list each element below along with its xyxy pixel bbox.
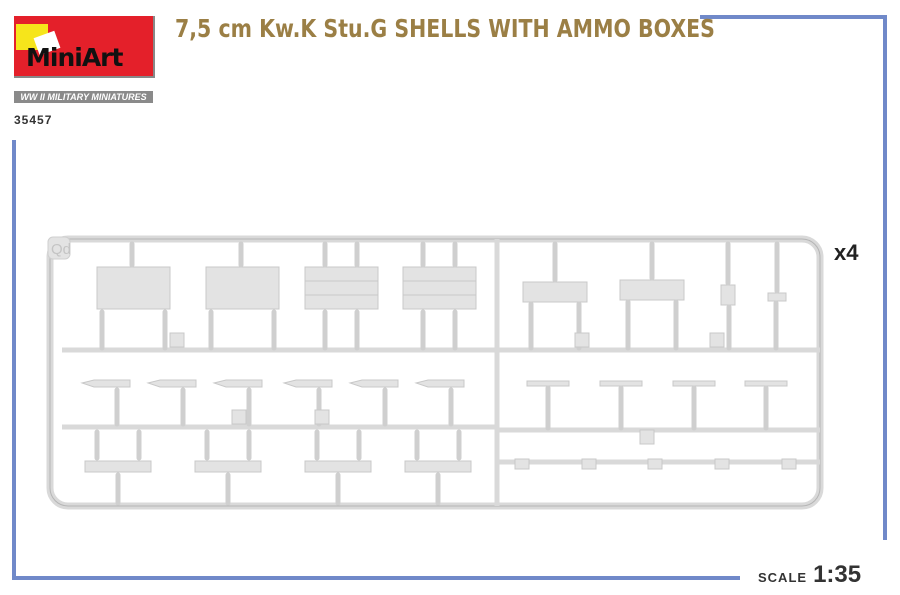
frame-line-bottom-left <box>12 140 740 580</box>
frame-line-top-right <box>700 15 887 540</box>
sprue-tab <box>169 332 185 348</box>
bar-part <box>526 380 570 387</box>
sprue-tab <box>574 332 590 348</box>
shell-part <box>414 379 465 388</box>
product-code: 35457 <box>14 113 53 127</box>
sprue-label-tag <box>47 236 71 260</box>
link-part <box>647 458 663 470</box>
strip-part <box>404 460 472 473</box>
tagline: WW II MILITARY MINIATURES <box>14 91 153 103</box>
page-title: 7,5 cm Kw.K Stu.G SHELLS WITH AMMO BOXES <box>175 14 715 43</box>
small-part <box>720 284 736 306</box>
small-part <box>767 292 787 302</box>
sprue-tab <box>639 429 655 445</box>
shell-part <box>348 379 399 388</box>
scale-indicator: SCALE 1:35 <box>758 561 861 589</box>
sprue-tab <box>231 409 247 425</box>
bar-part <box>672 380 716 387</box>
strip-part <box>84 460 152 473</box>
bar-part <box>599 380 643 387</box>
miniart-logo: MiniArt <box>14 16 155 78</box>
sprue-quantity: x4 <box>834 240 859 265</box>
ammo-box-part <box>402 266 477 310</box>
ammo-box-part <box>205 266 280 310</box>
shell-part <box>212 379 263 388</box>
strip-part <box>304 460 372 473</box>
bar-part <box>744 380 788 387</box>
link-part <box>514 458 530 470</box>
shell-part <box>282 379 333 388</box>
sprue-tab <box>709 332 725 348</box>
strip-part <box>194 460 262 473</box>
small-part <box>522 281 588 303</box>
sprue-outer-edge <box>49 238 821 507</box>
scale-label: SCALE <box>758 570 808 585</box>
scale-value: 1:35 <box>813 561 862 588</box>
link-part <box>781 458 797 470</box>
ammo-box-part <box>96 266 171 310</box>
sprue-label: Qd <box>51 241 71 258</box>
sprue-tab <box>314 409 330 425</box>
shell-part <box>80 379 131 388</box>
small-part <box>619 279 685 301</box>
link-part <box>714 458 730 470</box>
link-part <box>581 458 597 470</box>
shell-part <box>146 379 197 388</box>
ammo-box-part <box>304 266 379 310</box>
